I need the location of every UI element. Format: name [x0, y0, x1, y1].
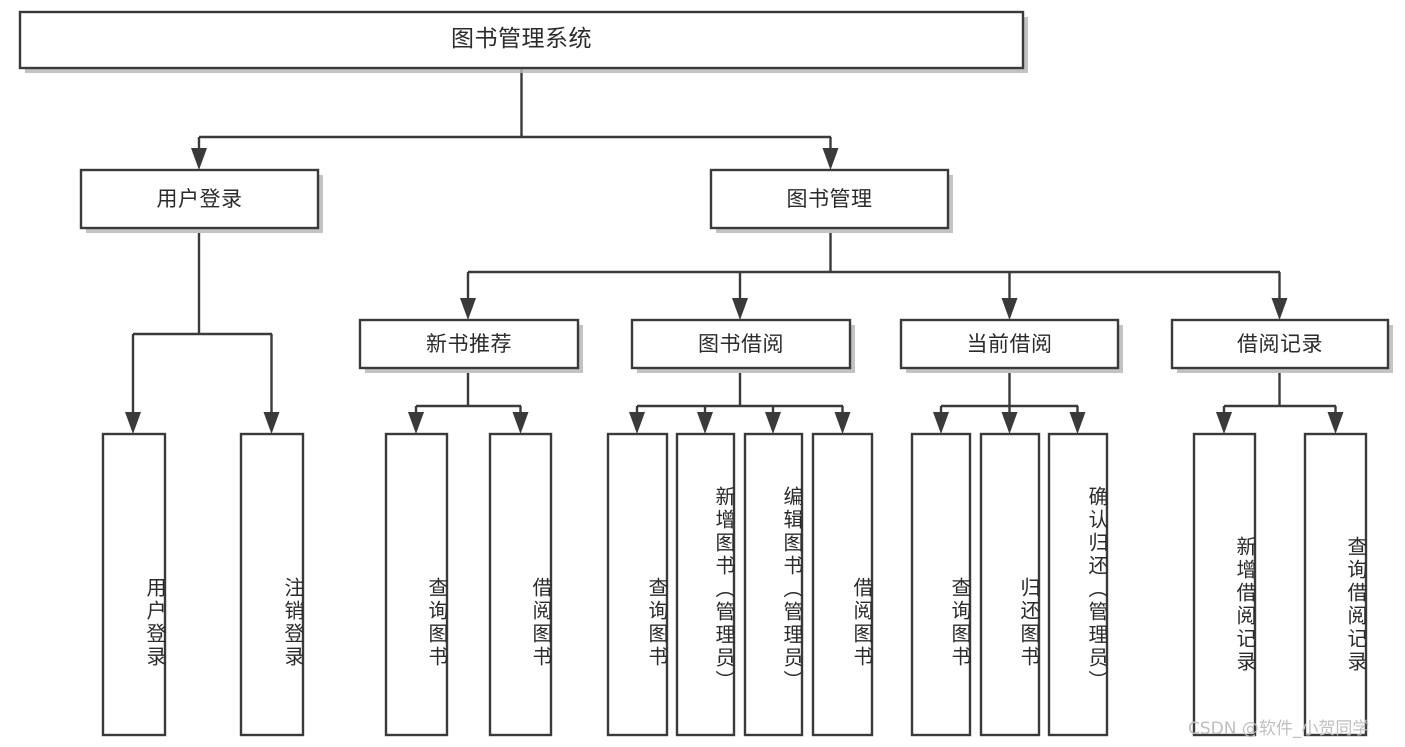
edges-new-book-to-leaves [408, 373, 529, 434]
node-root-box[interactable] [18, 10, 1028, 73]
leaf-add-record-box-rect[interactable] [1192, 432, 1257, 737]
current-borrow-box-rect[interactable] [899, 318, 1120, 370]
edges-root-to-level1 [191, 68, 839, 170]
arrowhead-leaf-logout-login [263, 412, 280, 434]
node-book-borrow-box[interactable] [630, 318, 855, 373]
leaf-query-book-2-box-rect[interactable] [606, 432, 669, 737]
arrowhead-leaf-query-book-2 [629, 412, 645, 434]
arrowhead-leaf-edit-book [765, 412, 781, 434]
leaf-user-login-box-rect[interactable] [101, 432, 167, 737]
edges-current-borrow-to-leaves [933, 373, 1086, 434]
leaf-confirm-return-box-rect[interactable] [1047, 432, 1109, 737]
leaf-query-record-box-rect[interactable] [1303, 432, 1368, 737]
root-box-rect[interactable] [18, 10, 1025, 70]
arrowhead-leaf-return-book [1001, 412, 1018, 434]
arrowhead-new-book-recommend [460, 298, 476, 320]
arrowhead-borrow-record [1271, 298, 1288, 320]
arrowhead-leaf-query-record [1327, 412, 1344, 434]
arrowhead-current-borrow [1001, 298, 1018, 320]
edges-book-borrow-to-leaves [629, 373, 851, 434]
edges-book-management-to-level2 [460, 233, 1288, 320]
node-new-book-recommend-box[interactable] [358, 318, 583, 373]
user-login-box-rect[interactable] [79, 168, 320, 230]
book-management-box-rect[interactable] [709, 168, 950, 230]
arrowhead-leaf-confirm-return [1069, 412, 1086, 434]
book-borrow-box-rect[interactable] [630, 318, 852, 370]
borrow-record-box-rect[interactable] [1170, 318, 1390, 370]
leaf-return-book-box-rect[interactable] [979, 432, 1041, 737]
arrowhead-leaf-add-record [1216, 412, 1232, 434]
arrowhead-leaf-query-book-1 [408, 412, 424, 434]
arrowhead-user-login [191, 148, 207, 170]
leaf-boxes [101, 432, 1368, 737]
node-user-login-box[interactable] [79, 168, 323, 233]
leaf-borrow-book-2-box-rect[interactable] [811, 432, 874, 737]
edges-user-login-to-leaves [125, 233, 280, 434]
arrowhead-leaf-add-book [697, 412, 713, 434]
node-borrow-record-box[interactable] [1170, 318, 1393, 373]
arrowhead-book-management [822, 148, 839, 170]
leaf-edit-book-box-rect[interactable] [743, 432, 804, 737]
leaf-logout-login-box-rect[interactable] [239, 432, 305, 737]
arrowhead-leaf-borrow-book-1 [512, 412, 529, 434]
node-current-borrow-box[interactable] [899, 318, 1123, 373]
node-book-management-box[interactable] [709, 168, 953, 233]
edges-borrow-record-to-leaves [1216, 373, 1344, 434]
arrowhead-leaf-query-book-3 [933, 412, 949, 434]
leaf-query-book-3-box-rect[interactable] [910, 432, 972, 737]
arrowhead-book-borrow [732, 298, 748, 320]
arrowhead-leaf-user-login [125, 412, 141, 434]
leaf-query-book-1-box-rect[interactable] [384, 432, 449, 737]
arrowhead-leaf-borrow-book-2 [834, 412, 851, 434]
leaf-borrow-book-1-box-rect[interactable] [488, 432, 553, 737]
new-book-box-rect[interactable] [358, 318, 580, 370]
leaf-add-book-box-rect[interactable] [675, 432, 736, 737]
